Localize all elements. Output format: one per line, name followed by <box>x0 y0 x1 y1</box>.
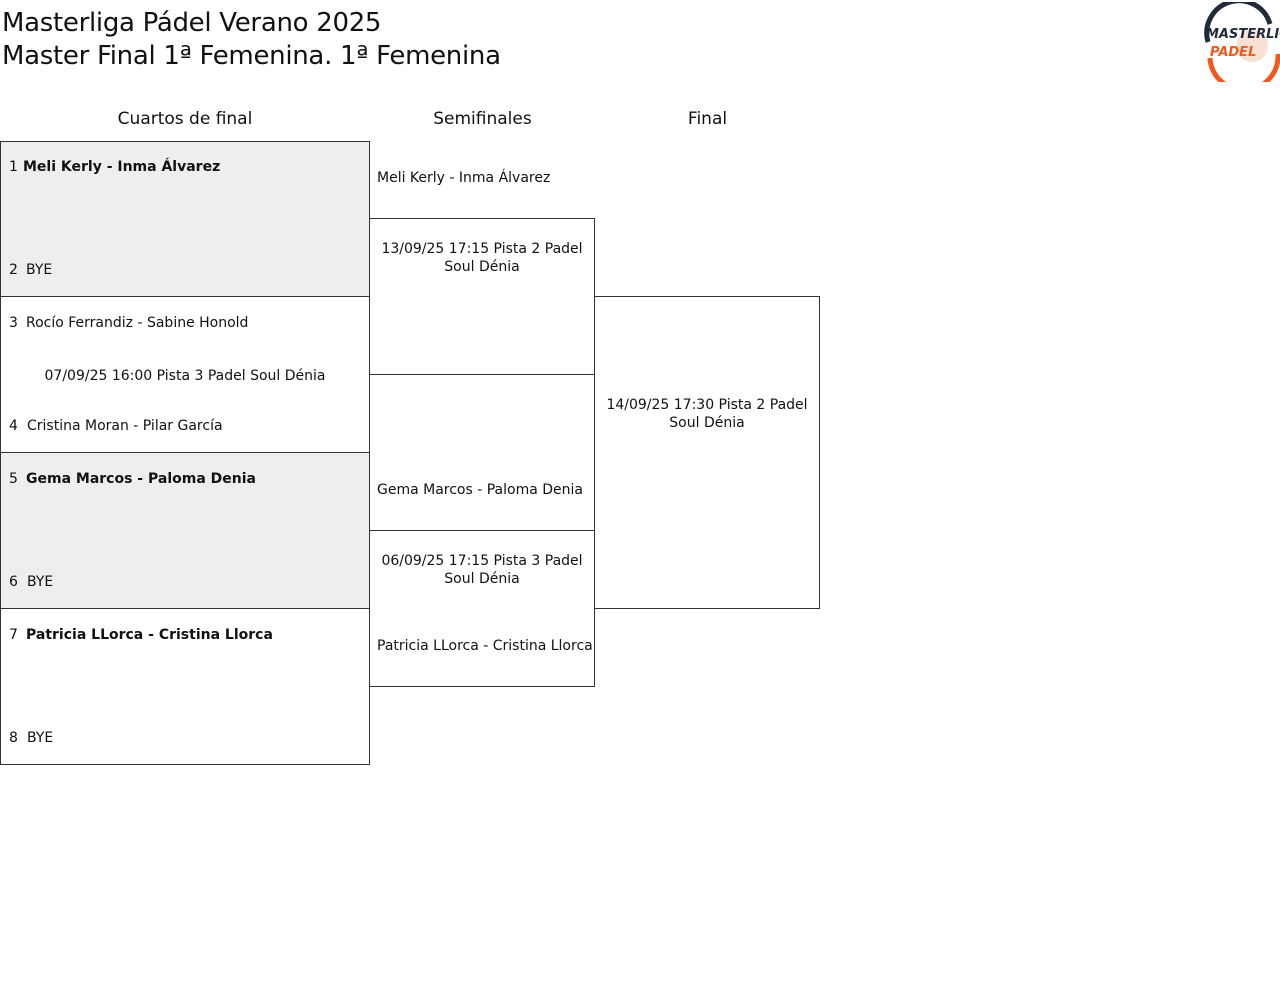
team-name: Cristina Moran - Pilar García <box>27 418 223 434</box>
final-match[interactable]: 14/09/25 17:30 Pista 2 Padel Soul Dénia <box>594 296 820 609</box>
semifinal-2-team-a: Gema Marcos - Paloma Denia <box>377 482 583 498</box>
semifinal-2-team-b: Patricia LLorca - Cristina Llorca <box>377 638 593 654</box>
seed-number: 2 <box>9 262 18 278</box>
page-title: Masterliga Pádel Verano 2025 <box>2 8 382 38</box>
team-name: BYE <box>27 574 54 590</box>
team-name: Gema Marcos - Paloma Denia <box>26 471 256 487</box>
seed-number: 8 <box>9 730 18 746</box>
quarterfinal-match-4[interactable]: 7 Patricia LLorca - Cristina Llorca 8 BY… <box>0 608 370 765</box>
semifinal-1-team-a: Meli Kerly - Inma Álvarez <box>377 170 551 186</box>
team-name: Meli Kerly - Inma Álvarez <box>23 159 221 175</box>
svg-text:PADEL: PADEL <box>1210 45 1256 60</box>
seed-number: 5 <box>9 471 18 487</box>
seed-number: 3 <box>9 315 18 331</box>
masterliga-logo: MASTERLIGA PADEL <box>1200 0 1280 93</box>
semifinal-match-2[interactable]: 06/09/25 17:15 Pista 3 Padel Soul Dénia … <box>369 530 595 687</box>
match-schedule-info: 14/09/25 17:30 Pista 2 Padel Soul Dénia <box>606 397 808 431</box>
quarterfinal-match-3[interactable]: 5 Gema Marcos - Paloma Denia 6 BYE <box>0 452 370 610</box>
quarterfinal-match-2[interactable]: 3 Rocío Ferrandiz - Sabine Honold 07/09/… <box>0 296 370 454</box>
team-name: BYE <box>26 262 53 278</box>
round-header-quarterfinals: Cuartos de final <box>117 109 253 129</box>
match-schedule-info: 13/09/25 17:15 Pista 2 Padel Soul Dénia <box>381 241 583 275</box>
quarterfinal-match-1[interactable]: 1 Meli Kerly - Inma Álvarez 2 BYE <box>0 141 370 298</box>
team-name: Patricia LLorca - Cristina Llorca <box>26 627 273 643</box>
match-schedule-info: 07/09/25 16:00 Pista 3 Padel Soul Dénia <box>44 368 326 384</box>
page-subtitle: Master Final 1ª Femenina. 1ª Femenina <box>2 41 501 71</box>
seed-number: 6 <box>9 574 18 590</box>
team-name: Rocío Ferrandiz - Sabine Honold <box>26 315 249 331</box>
round-header-semifinals: Semifinales <box>433 109 532 129</box>
svg-text:MASTERLIGA: MASTERLIGA <box>1206 27 1280 42</box>
seed-number: 4 <box>9 418 18 434</box>
semifinal-match-1[interactable]: 13/09/25 17:15 Pista 2 Padel Soul Dénia <box>369 218 595 375</box>
team-name: BYE <box>27 730 54 746</box>
round-header-final: Final <box>687 109 728 129</box>
seed-number: 7 <box>9 627 18 643</box>
match-schedule-info: 06/09/25 17:15 Pista 3 Padel Soul Dénia <box>381 553 583 587</box>
seed-number: 1 <box>9 159 18 175</box>
